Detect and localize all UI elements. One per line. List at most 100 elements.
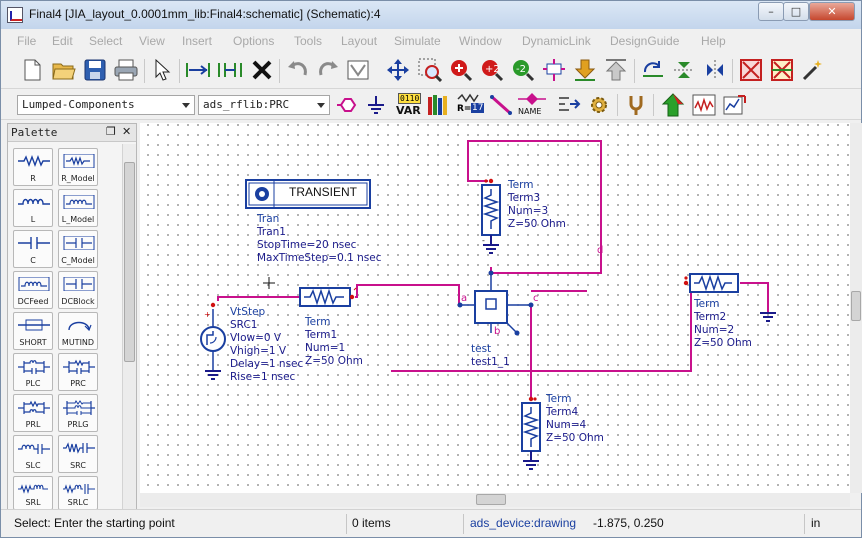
palette-float-icon[interactable]: ❐: [106, 125, 116, 138]
menu-simulate[interactable]: Simulate: [394, 34, 441, 48]
pan-arrows-icon[interactable]: [385, 57, 411, 83]
app-icon[interactable]: [7, 7, 23, 23]
term3-line: Term: [508, 179, 534, 191]
wire-device-c[interactable]: [391, 305, 532, 372]
select-pointer-icon[interactable]: [149, 57, 175, 83]
palette-header[interactable]: Palette ❐ ✕: [8, 124, 136, 142]
palette-item-mutind[interactable]: MUTIND: [58, 312, 98, 350]
term1-line: Num=1: [305, 342, 346, 354]
save-icon[interactable]: [82, 57, 108, 83]
push-into-hierarchy-icon[interactable]: [541, 57, 567, 83]
palette-item-c-model[interactable]: C_Model: [58, 230, 98, 268]
schematic-canvas[interactable]: + -: [140, 123, 850, 493]
palette-item-label: SRLC: [67, 498, 89, 507]
fit-view-icon[interactable]: [345, 57, 371, 83]
palette-item-dcfeed[interactable]: DCFeed: [13, 271, 53, 309]
toolbar-separator: [617, 94, 618, 116]
wire-name-icon[interactable]: NAME: [516, 92, 548, 118]
minimize-button[interactable]: –: [758, 2, 784, 21]
mirror-y-icon[interactable]: [702, 57, 728, 83]
palette-scroll-thumb[interactable]: [124, 162, 135, 362]
palette-item-r[interactable]: R: [13, 148, 53, 186]
wire-label-arrow-icon[interactable]: [556, 92, 582, 118]
close-button[interactable]: ✕: [809, 2, 855, 21]
zoom-out-2x-icon[interactable]: -2: [510, 57, 536, 83]
device-line: test1_1: [471, 356, 510, 368]
zoom-in-2x-icon[interactable]: +2: [479, 57, 505, 83]
library-books-icon[interactable]: [425, 92, 451, 118]
menu-insert[interactable]: Insert: [182, 34, 213, 48]
palette-item-slc[interactable]: SLC: [13, 435, 53, 473]
delete-x-icon[interactable]: [249, 57, 275, 83]
horizontal-scroll-thumb[interactable]: [476, 494, 506, 505]
palette-item-label: PLC: [25, 379, 41, 388]
menu-help[interactable]: Help: [701, 34, 726, 48]
undo-icon[interactable]: [285, 57, 311, 83]
magic-wand-icon[interactable]: [800, 57, 826, 83]
menu-window[interactable]: Window: [459, 34, 502, 48]
open-folder-icon[interactable]: [51, 57, 77, 83]
graph-edit-icon[interactable]: [722, 92, 748, 118]
deactivate-component-icon[interactable]: [738, 57, 764, 83]
menu-options[interactable]: Options: [233, 34, 275, 48]
short-component-icon[interactable]: [769, 57, 795, 83]
rotate-icon[interactable]: [640, 57, 666, 83]
menu-select[interactable]: Select: [89, 34, 123, 48]
insert-ground-pin-icon[interactable]: [217, 57, 243, 83]
palette-item-r-model[interactable]: R_Model: [58, 148, 98, 186]
palette-item-src[interactable]: SRC: [58, 435, 98, 473]
palette-item-dcblock[interactable]: DCBlock: [58, 271, 98, 309]
simulation-gear-icon[interactable]: [586, 92, 612, 118]
palette-item-srl[interactable]: SRL: [13, 476, 53, 510]
simulate-arrow-icon[interactable]: [660, 92, 686, 118]
palette-item-short[interactable]: SHORT: [13, 312, 53, 350]
mirror-x-icon[interactable]: [671, 57, 697, 83]
vertical-scroll-thumb[interactable]: [851, 291, 861, 321]
wire-term2[interactable]: [531, 283, 692, 372]
menu-designguide[interactable]: DesignGuide: [610, 34, 680, 48]
vtstep-source-symbol[interactable]: [200, 326, 226, 352]
test-device-symbol[interactable]: [474, 290, 508, 324]
maximize-button[interactable]: □: [783, 2, 809, 21]
palette-item-prlg[interactable]: PRLG: [58, 394, 98, 432]
parameter-r-icon[interactable]: R= 17: [456, 92, 486, 118]
menu-layout[interactable]: Layout: [341, 34, 378, 48]
port-hexagon-icon[interactable]: [334, 92, 360, 118]
data-display-icon[interactable]: [691, 92, 717, 118]
menu-tools[interactable]: Tools: [294, 34, 323, 48]
palette-item-prl[interactable]: PRL: [13, 394, 53, 432]
zoom-in-icon[interactable]: [448, 57, 474, 83]
redo-icon[interactable]: [315, 57, 341, 83]
wire-diagonal-icon[interactable]: [488, 92, 514, 118]
palette-item-l-model[interactable]: L_Model: [58, 189, 98, 227]
title-bar[interactable]: Final4 [JIA_layout_0.0001mm_lib:Final4:s…: [1, 1, 861, 29]
ground-icon[interactable]: [363, 92, 389, 118]
var-equation-icon[interactable]: 0110 VAR: [394, 92, 424, 118]
palette-item-plc[interactable]: PLC: [13, 353, 53, 391]
model-combo[interactable]: ads_rflib:PRC: [198, 95, 330, 115]
menu-file[interactable]: File: [17, 34, 37, 48]
menu-view[interactable]: View: [139, 34, 165, 48]
menu-dynamiclink[interactable]: DynamicLink: [522, 34, 591, 48]
tuning-fork-icon[interactable]: [623, 92, 649, 118]
new-file-icon[interactable]: [19, 57, 45, 83]
menu-edit[interactable]: Edit: [52, 34, 73, 48]
insert-wire-icon[interactable]: [185, 57, 211, 83]
canvas-vertical-scrollbar[interactable]: [850, 123, 862, 493]
palette-item-prc[interactable]: PRC: [58, 353, 98, 391]
palette-close-icon[interactable]: ✕: [122, 125, 132, 138]
download-arrow-icon[interactable]: [572, 57, 598, 83]
print-icon[interactable]: [113, 57, 139, 83]
wire-term2-ground[interactable]: [740, 282, 769, 313]
wire-src-term1[interactable]: [217, 296, 308, 301]
upload-arrow-icon[interactable]: [603, 57, 629, 83]
palette-scrollbar[interactable]: [122, 144, 136, 510]
zoom-area-icon[interactable]: [417, 57, 443, 83]
wire-term1-device-a[interactable]: [355, 284, 460, 305]
palette-item-srlc[interactable]: SRLC: [58, 476, 98, 510]
canvas-horizontal-scrollbar[interactable]: [140, 493, 850, 507]
palette-item-c[interactable]: C: [13, 230, 53, 268]
library-combo[interactable]: Lumped-Components: [17, 95, 195, 115]
wire-term3-loop[interactable]: [467, 140, 602, 274]
palette-item-l[interactable]: L: [13, 189, 53, 227]
